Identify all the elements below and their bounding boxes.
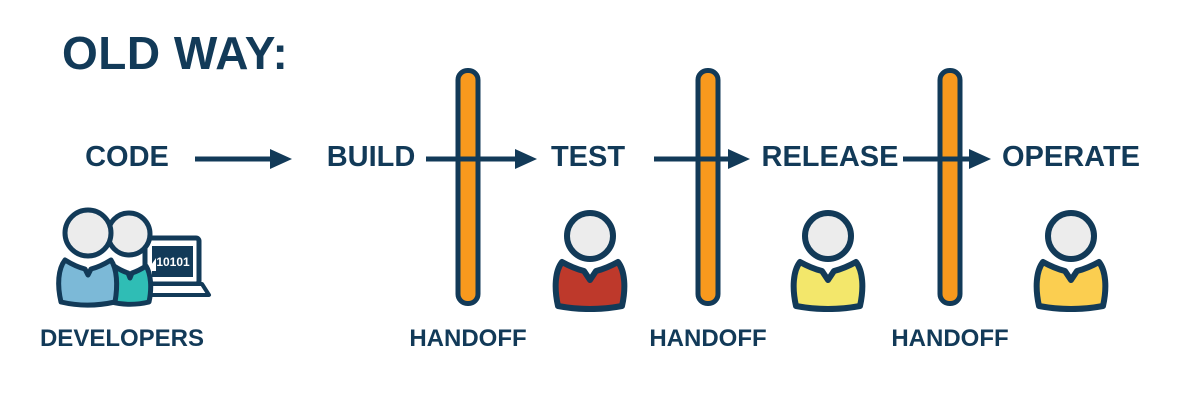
release-person-icon xyxy=(790,210,866,312)
flow-arrow-icon xyxy=(654,149,750,169)
flow-arrow-icon xyxy=(426,149,537,169)
tester-person-icon xyxy=(552,210,628,312)
handoff-label-2: HANDOFF xyxy=(649,325,767,352)
page-title: OLD WAY: xyxy=(62,27,289,79)
handoff-barrier-icon xyxy=(695,68,721,306)
handoff-label-1: HANDOFF xyxy=(409,325,527,352)
handoff-barrier-icon xyxy=(937,68,963,306)
developer-blue-person-icon xyxy=(56,207,120,308)
flow-arrow-icon xyxy=(903,149,991,169)
stage-label-build: BUILD xyxy=(326,141,416,173)
handoff-label-3: HANDOFF xyxy=(891,325,1009,352)
stage-label-operate: OPERATE xyxy=(1001,141,1141,173)
flow-arrow-icon xyxy=(195,149,292,169)
operate-person-icon xyxy=(1033,210,1109,312)
developers-icon: 10101 xyxy=(56,207,211,308)
laptop-screen-text: 10101 xyxy=(156,255,190,269)
handoff-barrier-icon xyxy=(455,68,481,306)
stage-label-test: TEST xyxy=(550,141,626,173)
stage-label-release: RELEASE xyxy=(761,141,899,173)
developers-label: DEVELOPERS xyxy=(39,325,205,352)
stage-label-code: CODE xyxy=(85,141,169,173)
